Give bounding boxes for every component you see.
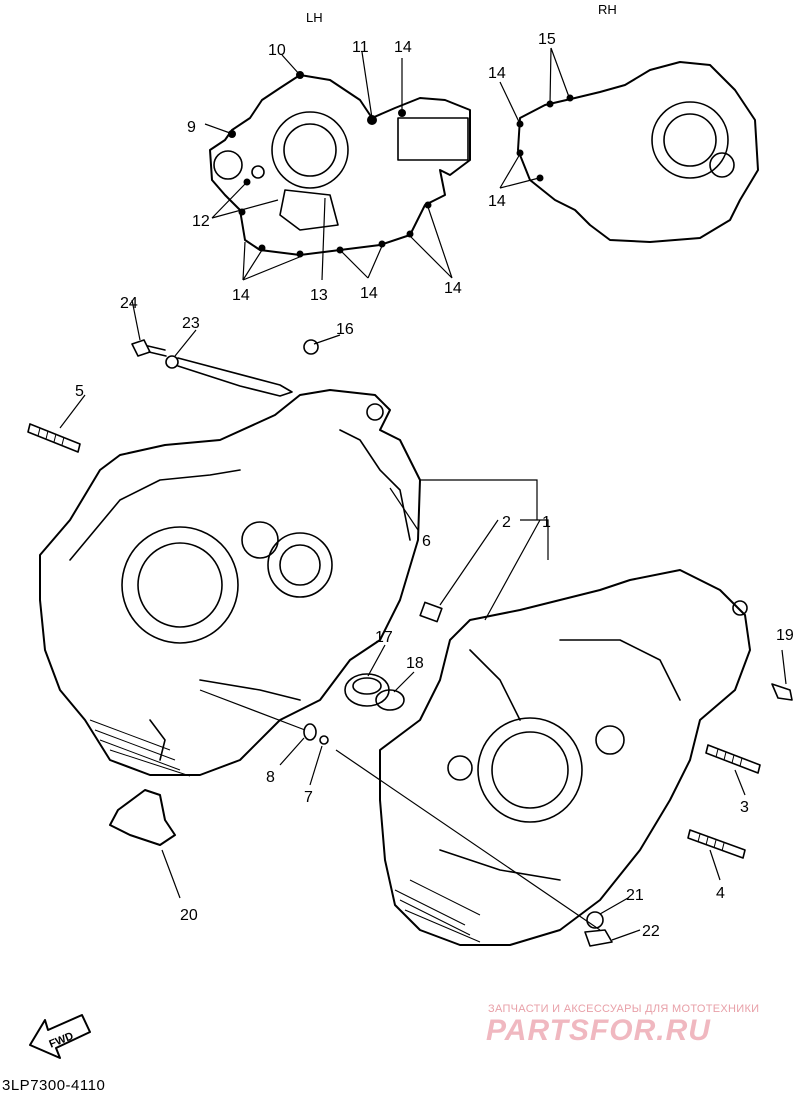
part-label-7: 7 <box>304 789 313 806</box>
drawing-code: 3LP7300-4110 <box>2 1077 106 1094</box>
part-label-14-c: 14 <box>360 285 378 302</box>
dowel-pin-2 <box>419 601 443 623</box>
part-label-15: 15 <box>538 31 556 48</box>
part-label-17: 17 <box>375 629 393 646</box>
part-label-24: 24 <box>120 295 138 312</box>
o-ring-7 <box>319 735 329 745</box>
pipe-23 <box>165 355 293 397</box>
part-label-21: 21 <box>626 887 644 904</box>
fwd-arrow: FWD <box>29 1014 91 1059</box>
part-label-18: 18 <box>406 655 424 672</box>
oil-filler-cap-17 <box>344 673 390 707</box>
part-number-labels: 10 11 14 9 12 14 13 14 14 14 15 14 24 23… <box>75 31 794 940</box>
side-labels: LH RH <box>306 2 617 25</box>
part-label-8: 8 <box>266 769 275 786</box>
gasket-lh <box>209 74 471 256</box>
crankcase-left-half <box>39 389 421 777</box>
part-label-12: 12 <box>192 213 210 230</box>
part-label-10: 10 <box>268 42 286 59</box>
part-label-20: 20 <box>180 907 198 924</box>
crankcase-right-half <box>379 569 751 946</box>
part-label-2: 2 <box>502 514 511 531</box>
part-label-14-d: 14 <box>444 280 462 297</box>
washer-21 <box>586 911 604 929</box>
part-label-9: 9 <box>187 119 196 136</box>
watermark-logo: PARTSFOR.RU <box>486 1014 711 1047</box>
part-label-14-f: 14 <box>488 193 506 210</box>
part-label-14-e: 14 <box>488 65 506 82</box>
part-label-5: 5 <box>75 383 84 400</box>
plug-16 <box>303 339 319 355</box>
side-label-rh: RH <box>598 2 617 17</box>
gasket-lh-dowel-dots <box>228 71 432 258</box>
gasket-rh-dowel-dots <box>516 94 574 182</box>
gasket-rh <box>517 61 759 243</box>
part-label-22: 22 <box>642 923 660 940</box>
cover-20 <box>109 789 176 846</box>
part-label-14-b: 14 <box>232 287 250 304</box>
stud-bolt-3 <box>705 744 761 774</box>
part-label-13: 13 <box>310 287 328 304</box>
part-label-4: 4 <box>716 885 725 902</box>
part-label-16: 16 <box>336 321 354 338</box>
side-label-lh: LH <box>306 10 323 25</box>
watermark-caption: ЗАПЧАСТИ И АКСЕССУАРЫ ДЛЯ МОТОТЕХНИКИ <box>488 1003 760 1015</box>
part-label-3: 3 <box>740 799 749 816</box>
nut-22 <box>584 929 613 947</box>
bolt-24 <box>131 339 167 357</box>
part-label-23: 23 <box>182 315 200 332</box>
o-ring-18 <box>375 689 405 711</box>
stud-bolt-4 <box>687 829 746 859</box>
part-label-1: 1 <box>542 514 551 531</box>
part-label-14-a: 14 <box>394 39 412 56</box>
part-label-19: 19 <box>776 627 794 644</box>
clip-19 <box>771 683 793 701</box>
leader-lines <box>59 47 787 941</box>
stud-bolt-5 <box>27 423 81 453</box>
dowel-8 <box>303 723 317 741</box>
part-label-11: 11 <box>352 39 369 56</box>
part-label-6: 6 <box>422 533 431 550</box>
